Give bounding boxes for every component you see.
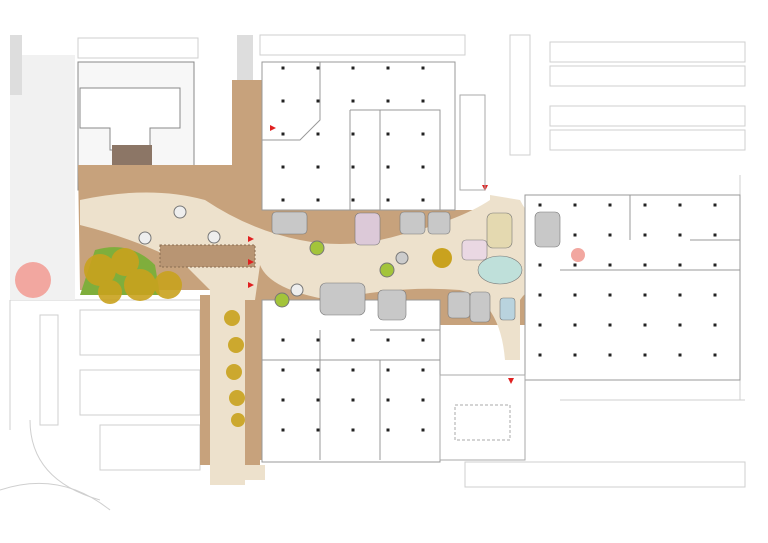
planters — [138, 205, 452, 308]
column-dot — [386, 368, 390, 372]
hatch-top — [237, 35, 253, 80]
column-dot — [351, 368, 355, 372]
column-dot — [386, 338, 390, 342]
column-dot — [421, 132, 425, 136]
column-dot — [421, 66, 425, 70]
column-dot — [386, 99, 390, 103]
column-dot — [713, 233, 717, 237]
column-dot — [421, 368, 425, 372]
column-dot — [713, 323, 717, 327]
column-dot — [281, 132, 285, 136]
column-dot — [573, 293, 577, 297]
column-dot — [316, 165, 320, 169]
column-dot — [281, 66, 285, 70]
column-dot — [643, 353, 647, 357]
column-dot — [386, 132, 390, 136]
column-dot — [351, 132, 355, 136]
column-dot — [316, 66, 320, 70]
column-dot — [316, 368, 320, 372]
column-dot — [678, 233, 682, 237]
column-dot — [678, 323, 682, 327]
column-dot — [421, 198, 425, 202]
column-dot — [608, 293, 612, 297]
column-dot — [316, 338, 320, 342]
column-dot — [421, 338, 425, 342]
column-dot — [573, 323, 577, 327]
column-dot — [316, 132, 320, 136]
column-dot — [538, 263, 542, 267]
column-dot — [608, 323, 612, 327]
column-dot — [573, 203, 577, 207]
column-dot — [608, 353, 612, 357]
column-dot — [573, 263, 577, 267]
column-dot — [281, 338, 285, 342]
column-dot — [608, 263, 612, 267]
column-dot — [281, 165, 285, 169]
column-dot — [351, 165, 355, 169]
column-dot — [713, 263, 717, 267]
building-blocks — [261, 61, 741, 463]
hatch-left — [10, 35, 22, 95]
structural-columns — [281, 66, 717, 432]
column-dot — [643, 203, 647, 207]
column-dot — [538, 353, 542, 357]
column-dot — [608, 203, 612, 207]
column-dot — [643, 293, 647, 297]
column-dot — [281, 398, 285, 402]
column-dot — [678, 353, 682, 357]
column-dot — [351, 66, 355, 70]
column-dot — [281, 428, 285, 432]
column-dot — [386, 198, 390, 202]
column-dot — [421, 398, 425, 402]
column-dot — [538, 293, 542, 297]
column-dot — [678, 293, 682, 297]
column-dot — [713, 203, 717, 207]
column-dot — [678, 263, 682, 267]
column-dot — [643, 323, 647, 327]
column-dot — [386, 428, 390, 432]
column-dot — [608, 233, 612, 237]
column-dot — [386, 66, 390, 70]
column-dot — [351, 99, 355, 103]
column-dot — [386, 165, 390, 169]
sidewalk — [10, 55, 75, 300]
column-dot — [351, 428, 355, 432]
column-dot — [643, 263, 647, 267]
column-dot — [678, 203, 682, 207]
entry-markers — [248, 125, 514, 384]
column-dot — [281, 198, 285, 202]
column-dot — [643, 233, 647, 237]
column-dot — [573, 233, 577, 237]
column-dot — [713, 353, 717, 357]
column-dot — [316, 398, 320, 402]
service-area — [439, 94, 526, 461]
column-dot — [421, 99, 425, 103]
column-dot — [351, 338, 355, 342]
column-dot — [316, 428, 320, 432]
column-dot — [316, 198, 320, 202]
stairs — [159, 244, 256, 268]
column-dot — [538, 203, 542, 207]
column-dot — [351, 198, 355, 202]
column-dot — [421, 165, 425, 169]
column-dot — [538, 323, 542, 327]
tree-cluster — [84, 248, 245, 427]
seating-clusters — [271, 211, 561, 323]
column-dot — [351, 398, 355, 402]
column-dot — [421, 428, 425, 432]
column-dot — [386, 398, 390, 402]
column-dot — [281, 99, 285, 103]
fountain-east — [571, 248, 585, 262]
column-dot — [713, 293, 717, 297]
fountain-west — [15, 262, 51, 298]
column-dot — [573, 353, 577, 357]
column-dot — [316, 99, 320, 103]
column-dot — [281, 368, 285, 372]
